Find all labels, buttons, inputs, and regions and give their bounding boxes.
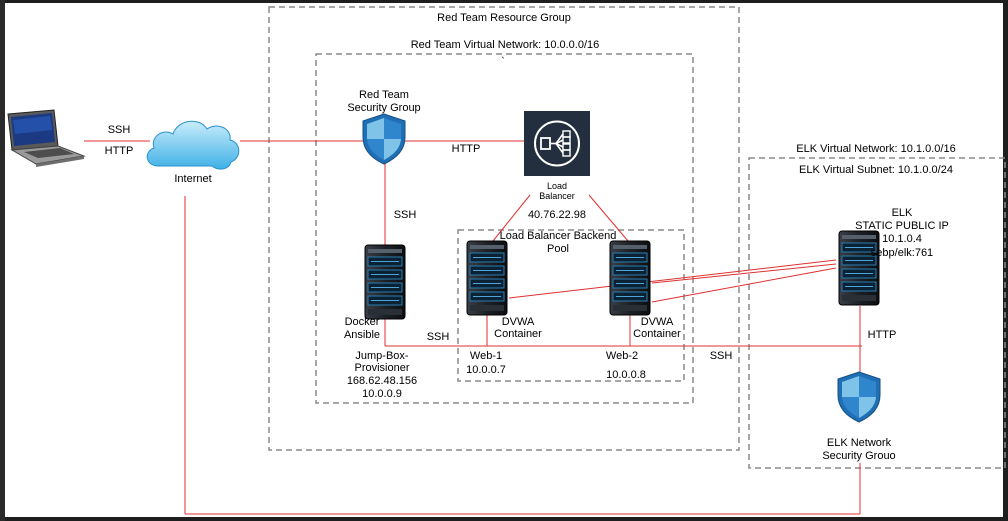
red-vnet-mark: ` <box>501 56 505 68</box>
connection-lines <box>84 140 862 515</box>
jumpbox-private-ip: 10.0.0.9 <box>362 388 402 400</box>
lb-label-line2: Balancer <box>539 191 575 201</box>
jumpbox-label-line1: Docker <box>344 316 380 328</box>
web2-to-elk-line-b <box>651 267 837 303</box>
lb-to-web1-line <box>492 194 531 242</box>
internet-cloud-icon <box>146 120 240 170</box>
elk-ip: 10.1.0.4 <box>882 233 922 245</box>
lb-ip-label: 40.76.22.98 <box>527 209 587 221</box>
elk-nsg-label-line1: ELK Network <box>826 437 892 449</box>
web1-label-line2: Container <box>494 328 542 340</box>
jumpbox-server-icon <box>364 244 406 320</box>
client-ssh-label: SSH <box>107 124 131 136</box>
web1-name: Web-1 <box>469 350 503 362</box>
red-nsg-label-line1: Red Team <box>359 89 409 101</box>
red-vnet-label: Red Team Virtual Network: 10.0.0.0/16 <box>410 39 600 51</box>
web2-name: Web-2 <box>605 350 639 362</box>
load-balancer-icon <box>524 111 590 176</box>
jumpbox-name-line1: Jump-Box- <box>355 350 409 362</box>
red-nsg-label-line2: Security Group <box>347 102 421 114</box>
nsg-jump-ssh-label: SSH <box>393 209 417 221</box>
backend-pool-box <box>457 229 685 382</box>
elk-subnet-label: ELK Virtual Subnet: 10.1.0.0/24 <box>799 164 953 176</box>
resource-group-label: Red Team Resource Group <box>437 12 571 24</box>
jumpbox-public-ip: 168.62.48.156 <box>346 375 418 387</box>
jump-web-ssh-label: SSH <box>426 331 450 343</box>
web1-label-line1: DVWA <box>501 316 535 328</box>
elk-vnet-label: ELK Virtual Network: 10.1.0.0/16 <box>796 143 956 155</box>
elk-vnet-box <box>748 157 1006 469</box>
web1-to-elk-line <box>508 259 837 299</box>
web2-to-elk-line-a <box>651 263 837 284</box>
client-http-label: HTTP <box>104 145 134 157</box>
elk-image: sebp/elk:761 <box>870 247 934 259</box>
jumpbox-name-line2: Provisioner <box>354 362 410 374</box>
bottom-border <box>0 517 1008 521</box>
web2-ip: 10.0.0.8 <box>606 369 646 381</box>
top-border <box>0 0 1008 3</box>
web2-label-line2: Container <box>633 328 681 340</box>
web2-label-line1: DVWA <box>640 316 674 328</box>
laptop-icon <box>7 109 86 167</box>
backend-pool-label-line2: Pool <box>546 243 570 255</box>
lb-to-web2-line <box>588 194 629 242</box>
resource-group-box <box>268 6 740 451</box>
elk-nsg-label-line2: Security Grouo <box>822 450 896 462</box>
elk-label-line1: ELK <box>891 207 913 219</box>
internet-label: Internet <box>174 173 212 185</box>
nsg-lb-http-label: HTTP <box>451 143 481 155</box>
elk-ssh-label: SSH <box>709 350 733 362</box>
elk-label-line2: STATIC PUBLIC IP <box>855 220 949 232</box>
left-border <box>0 0 5 521</box>
elk-http-label: HTTP <box>867 329 897 341</box>
red-vnet-box <box>315 53 694 404</box>
web1-ip: 10.0.0.7 <box>466 364 506 376</box>
backend-pool-label-line1: Load Balancer Backend <box>499 230 617 242</box>
right-border <box>1003 0 1008 521</box>
lb-label-line1: Load <box>546 181 568 191</box>
jumpbox-label-line2: Ansible <box>343 329 381 341</box>
